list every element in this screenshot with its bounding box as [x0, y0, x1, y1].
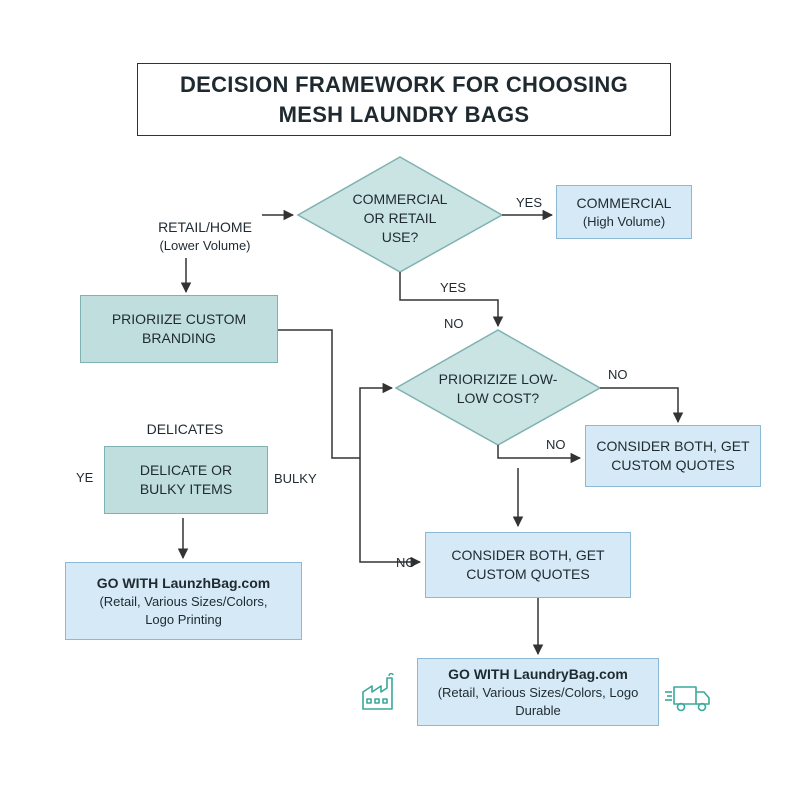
arrow-to-diamond2-left [359, 382, 394, 458]
edge-label-no-down: NO [444, 316, 464, 331]
commercial-high-volume-box: COMMERCIAL (High Volume) [556, 185, 692, 239]
factory-icon [362, 672, 394, 710]
edge-label-yes-down: YES [440, 280, 467, 295]
consider-both-center-box: CONSIDER BOTH, GET CUSTOM QUOTES [425, 532, 631, 598]
arrow-diamond2-to-consider-right [600, 387, 684, 424]
delicate-or-bulky-box: DELICATE OR BULKY ITEMS [104, 446, 268, 514]
edge-label-yes-right: YES [516, 195, 543, 210]
retail-home-label: RETAIL/HOME (Lower Volume) [158, 219, 252, 253]
arrow-diamond1-to-diamond2 [399, 272, 504, 328]
consider-both-right-box: CONSIDER BOTH, GET CUSTOM QUOTES [585, 425, 761, 487]
edge-label-ye: YE [76, 470, 94, 485]
arrow-diamond2-bottom-to-consider [497, 445, 582, 464]
line-branding-right [278, 329, 360, 459]
arrow-to-consider-center [359, 458, 422, 568]
title-line-2: MESH LAUNDRY BAGS [278, 101, 530, 127]
edge-label-no-left: NO [396, 555, 416, 570]
edge-label-no-right-mid: NO [546, 437, 566, 452]
title-box: DECISION FRAMEWORK FOR CHOOSING MESH LAU… [137, 63, 671, 136]
delicates-heading: DELICATES [146, 421, 224, 437]
delivery-truck-icon [665, 686, 710, 712]
go-with-left-box: GO WITH LaunzhBag.com (Retail, Various S… [65, 562, 302, 640]
commercial-or-retail-text: COMMERCIAL OR RETAIL USE? [352, 191, 448, 245]
go-with-bottom-box: GO WITH LaundryBag.com (Retail, Various … [417, 658, 659, 726]
prioritize-branding-box: PRIORIIZE CUSTOM BRANDING [80, 295, 278, 363]
title-line-1: DECISION FRAMEWORK FOR CHOOSING [179, 71, 629, 97]
edge-label-no-right-top: NO [608, 367, 628, 382]
prioritize-low-cost-text: PRIORIZIZE LOW- LOW COST? [438, 371, 558, 406]
edge-label-bulky: BULKY [274, 471, 317, 486]
